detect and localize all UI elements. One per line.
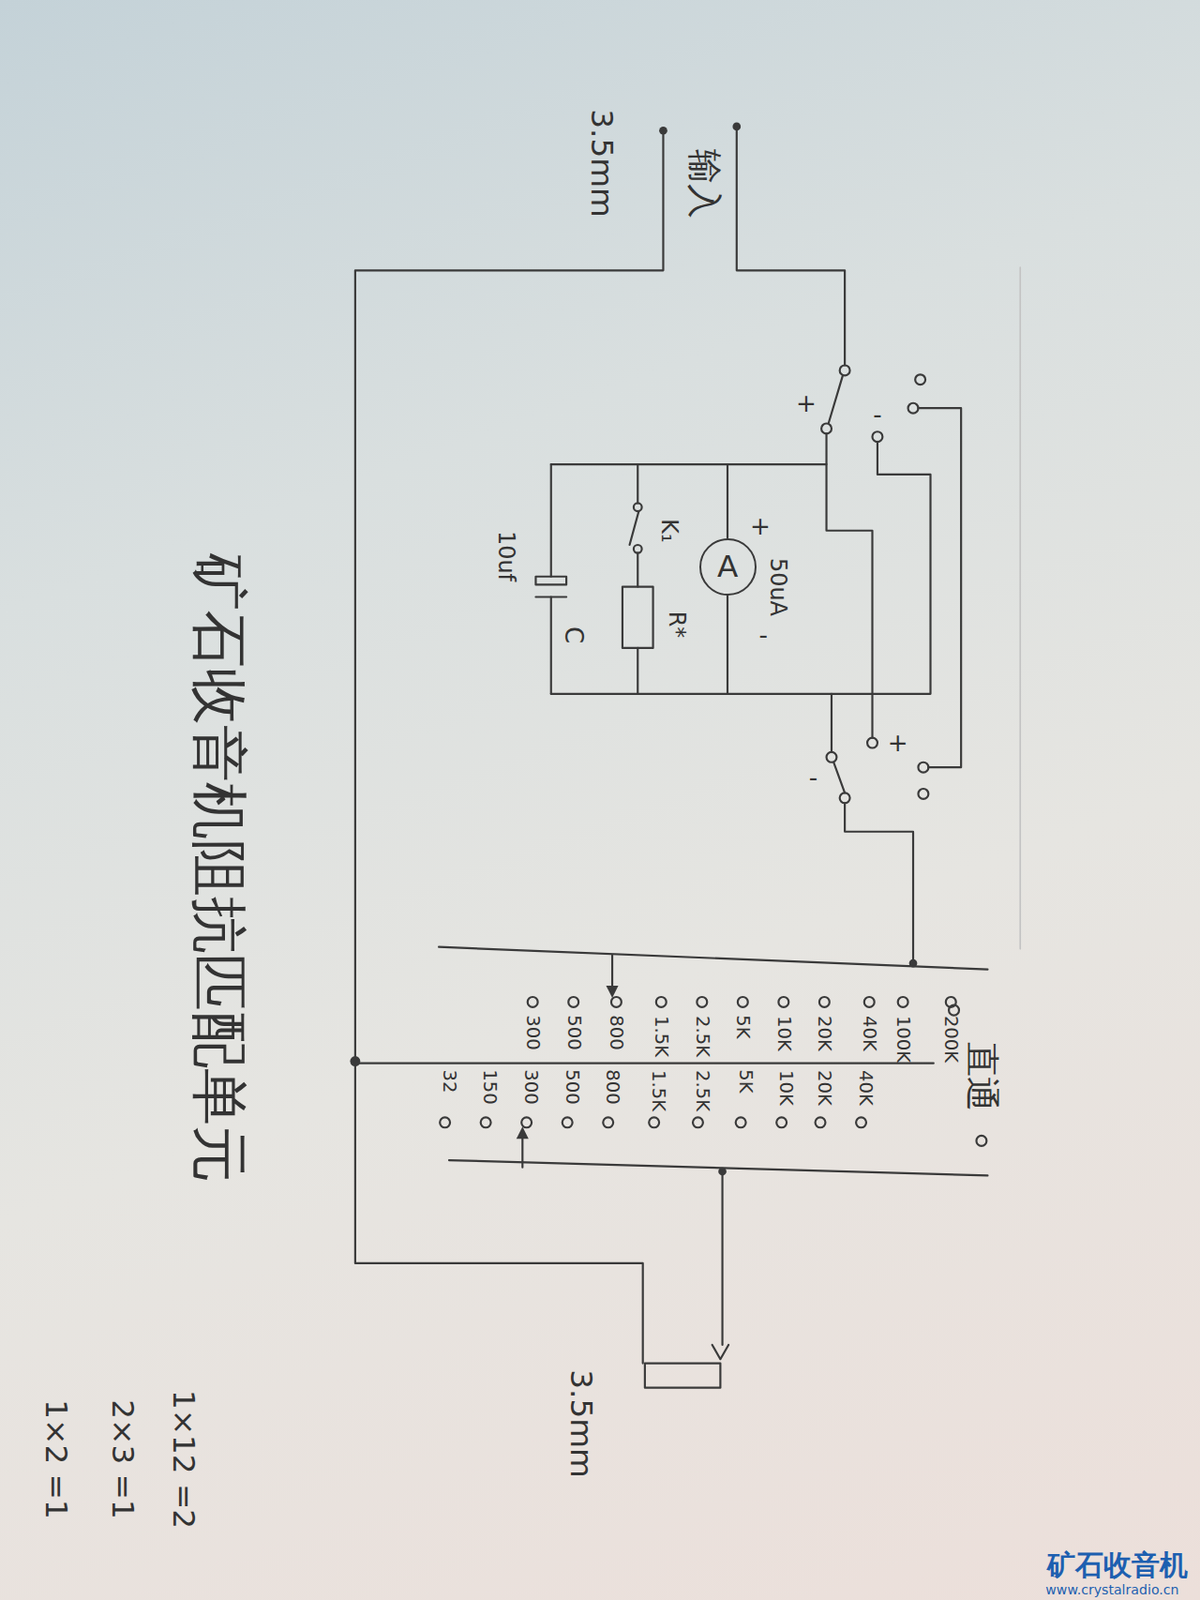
tap-value: 2.5K [692, 1015, 712, 1057]
tap-value: 5K [734, 1015, 753, 1039]
tap-value: 1.5K [648, 1069, 668, 1111]
tap-value: 10K [774, 1015, 794, 1051]
tap-value: 500 [564, 1015, 584, 1050]
note-text: 2×3 =1 [106, 1399, 138, 1519]
meter-rating: 50uA [765, 557, 789, 616]
watermark: 矿石收音机 [1047, 1549, 1188, 1578]
input-label: 输入 [687, 149, 722, 219]
note-text: 1×2 =1 [41, 1399, 73, 1519]
polarity-sign: - [758, 622, 767, 647]
polarity-sign: - [872, 402, 882, 427]
ammeter-symbol: A [699, 538, 757, 596]
jack-label: 3.5mm [566, 1369, 598, 1479]
tap-value: 300 [523, 1015, 542, 1050]
tap-value: 10K [776, 1069, 795, 1106]
junction-dots [349, 122, 917, 1176]
tap-value: 20K [815, 1015, 835, 1051]
tap-value: 200K [942, 1015, 961, 1063]
diagram-title: 矿石收音机阻抗匹配单元 [191, 553, 249, 1183]
tap-value: 5K [735, 1069, 755, 1094]
polarity-sign: + [750, 512, 771, 538]
tap-value: 800 [602, 1068, 622, 1104]
tap-value: 500 [562, 1068, 582, 1104]
tap-value: 40K [855, 1069, 875, 1106]
jack-label: 3.5mm [586, 108, 618, 218]
tap-value: 1.5K [652, 1015, 672, 1057]
tap-value: 40K [860, 1015, 880, 1051]
bypass-label: 直通 [964, 1041, 1000, 1111]
resistor-label: R* [664, 611, 688, 639]
tap-value: 20K [815, 1069, 835, 1106]
tap-value: 2.5K [692, 1069, 712, 1111]
tap-value: 100K [893, 1015, 913, 1063]
meter-letter: A [717, 551, 738, 583]
switch-label: K₁ [657, 518, 680, 542]
polarity-sign: - [809, 765, 818, 790]
tap-value: 32 [439, 1069, 459, 1094]
watermark-url: www.crystalradio.cn [1045, 1582, 1179, 1596]
polarity-sign: + [887, 730, 909, 755]
tap-value: 300 [521, 1068, 540, 1104]
polarity-sign: + [795, 390, 817, 416]
tap-value: 800 [607, 1015, 627, 1050]
capacitor-label: C [561, 626, 586, 644]
note-text: 1×12 =2 [168, 1389, 200, 1529]
wire-group [355, 126, 1020, 1388]
tap-value: 150 [480, 1068, 500, 1104]
capacitor-value: 10uf [494, 530, 517, 582]
